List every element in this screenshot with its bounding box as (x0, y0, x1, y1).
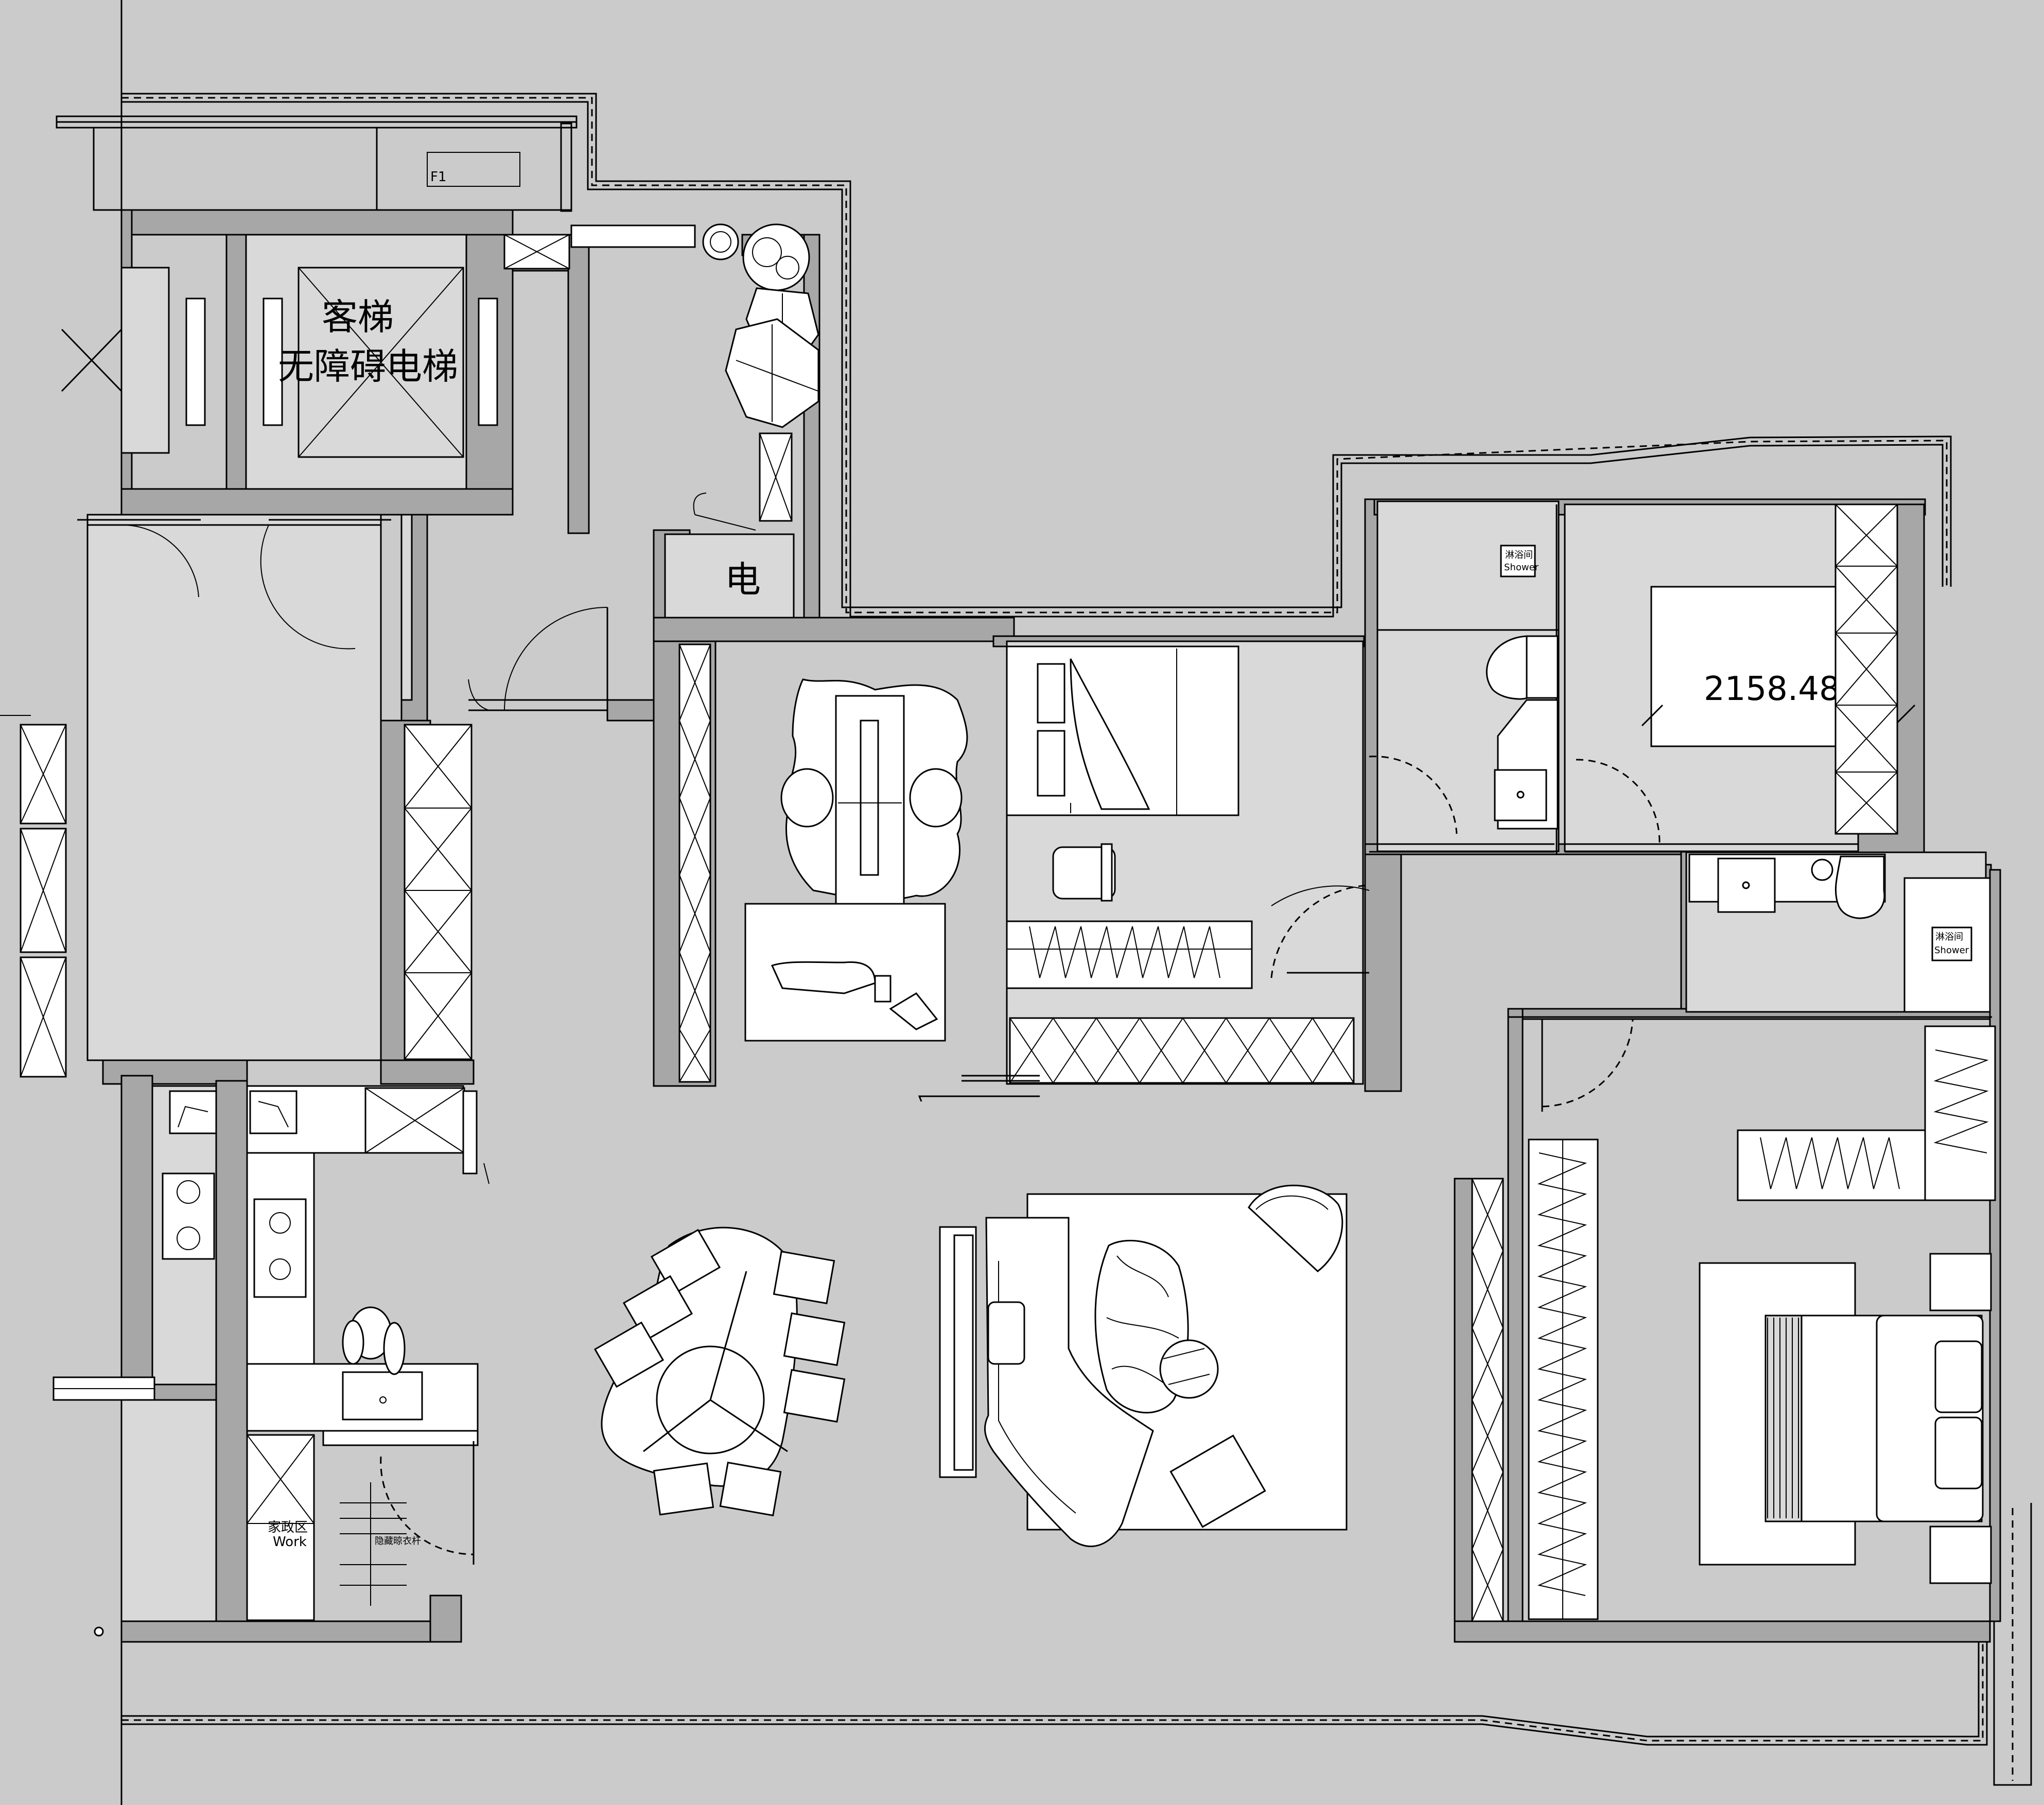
shower-right-label-cn: 淋浴间 (1935, 932, 1963, 942)
elevator-left[interactable] (61, 267, 206, 454)
door-swing-icon (121, 524, 199, 598)
bedroom-2-closet[interactable] (1006, 884, 1370, 989)
outer-railing (121, 93, 2032, 1786)
bedroom-2-door[interactable] (918, 1075, 1040, 1102)
shower-top-label-en: Shower (1504, 562, 1539, 573)
master-bed[interactable] (1699, 1253, 1992, 1584)
bed-icon[interactable] (1006, 645, 1239, 816)
work-label-cn: 家政区 (268, 1520, 308, 1535)
shoe-cabinet[interactable] (404, 724, 473, 1060)
top-balcony: F1 (56, 115, 578, 212)
balcony-left (53, 1376, 217, 1622)
chair-icon[interactable] (780, 768, 834, 828)
elevator-main[interactable]: 客梯 无障碍电梯 (245, 234, 498, 490)
work-label-en: Work (273, 1534, 307, 1550)
study-cabinet[interactable] (653, 640, 717, 1087)
entry-corridor (77, 514, 413, 1061)
kitchen (151, 1085, 490, 1432)
elevator-label: 客梯 (322, 296, 394, 338)
bedroom-2-chair[interactable] (1052, 843, 1116, 902)
master-wardrobe[interactable] (1471, 1138, 1599, 1622)
dressing-top-right: 2158.482 (1564, 503, 1916, 853)
plant-icon (570, 223, 819, 428)
electrical-box[interactable]: 电 (664, 432, 795, 619)
vent-box (503, 234, 570, 270)
elevator-label-accessible: 无障碍电梯 (278, 345, 458, 388)
shower-top-label-cn: 淋浴间 (1505, 550, 1533, 560)
lounge-chair[interactable] (1169, 1184, 1343, 1528)
bathroom-top: 淋浴间 Shower (1369, 500, 1560, 854)
work-area[interactable]: 家政区 Work 隐藏晾衣杆 (94, 1430, 479, 1637)
entry-door[interactable] (468, 607, 608, 711)
toilet-icon (1486, 635, 1528, 700)
master-bath: 淋浴间 Shower (1685, 851, 1991, 1013)
electrical-label: 电 (725, 558, 761, 601)
tv-cabinet[interactable] (939, 1226, 977, 1478)
study-desk[interactable] (780, 678, 968, 927)
wardrobe-cross-icon[interactable] (20, 724, 67, 1078)
dimension-label: 2158.482 (1704, 670, 1861, 708)
label-f1: F1 (430, 169, 447, 185)
study-rug[interactable] (744, 903, 946, 1042)
hidden-rail-label: 隐藏晾衣杆 (375, 1536, 421, 1547)
sofa-icon[interactable] (984, 1217, 1154, 1547)
stove-icon (162, 1172, 215, 1260)
master-bedroom-door[interactable] (1508, 1016, 1992, 1112)
dining-table[interactable] (593, 1226, 846, 1517)
bedroom-2-wardrobe[interactable] (1009, 1017, 1355, 1084)
shower-right-label-en: Shower (1934, 945, 1969, 956)
master-closet-l[interactable] (1737, 1025, 1996, 1201)
coffee-table[interactable] (1094, 1239, 1219, 1414)
